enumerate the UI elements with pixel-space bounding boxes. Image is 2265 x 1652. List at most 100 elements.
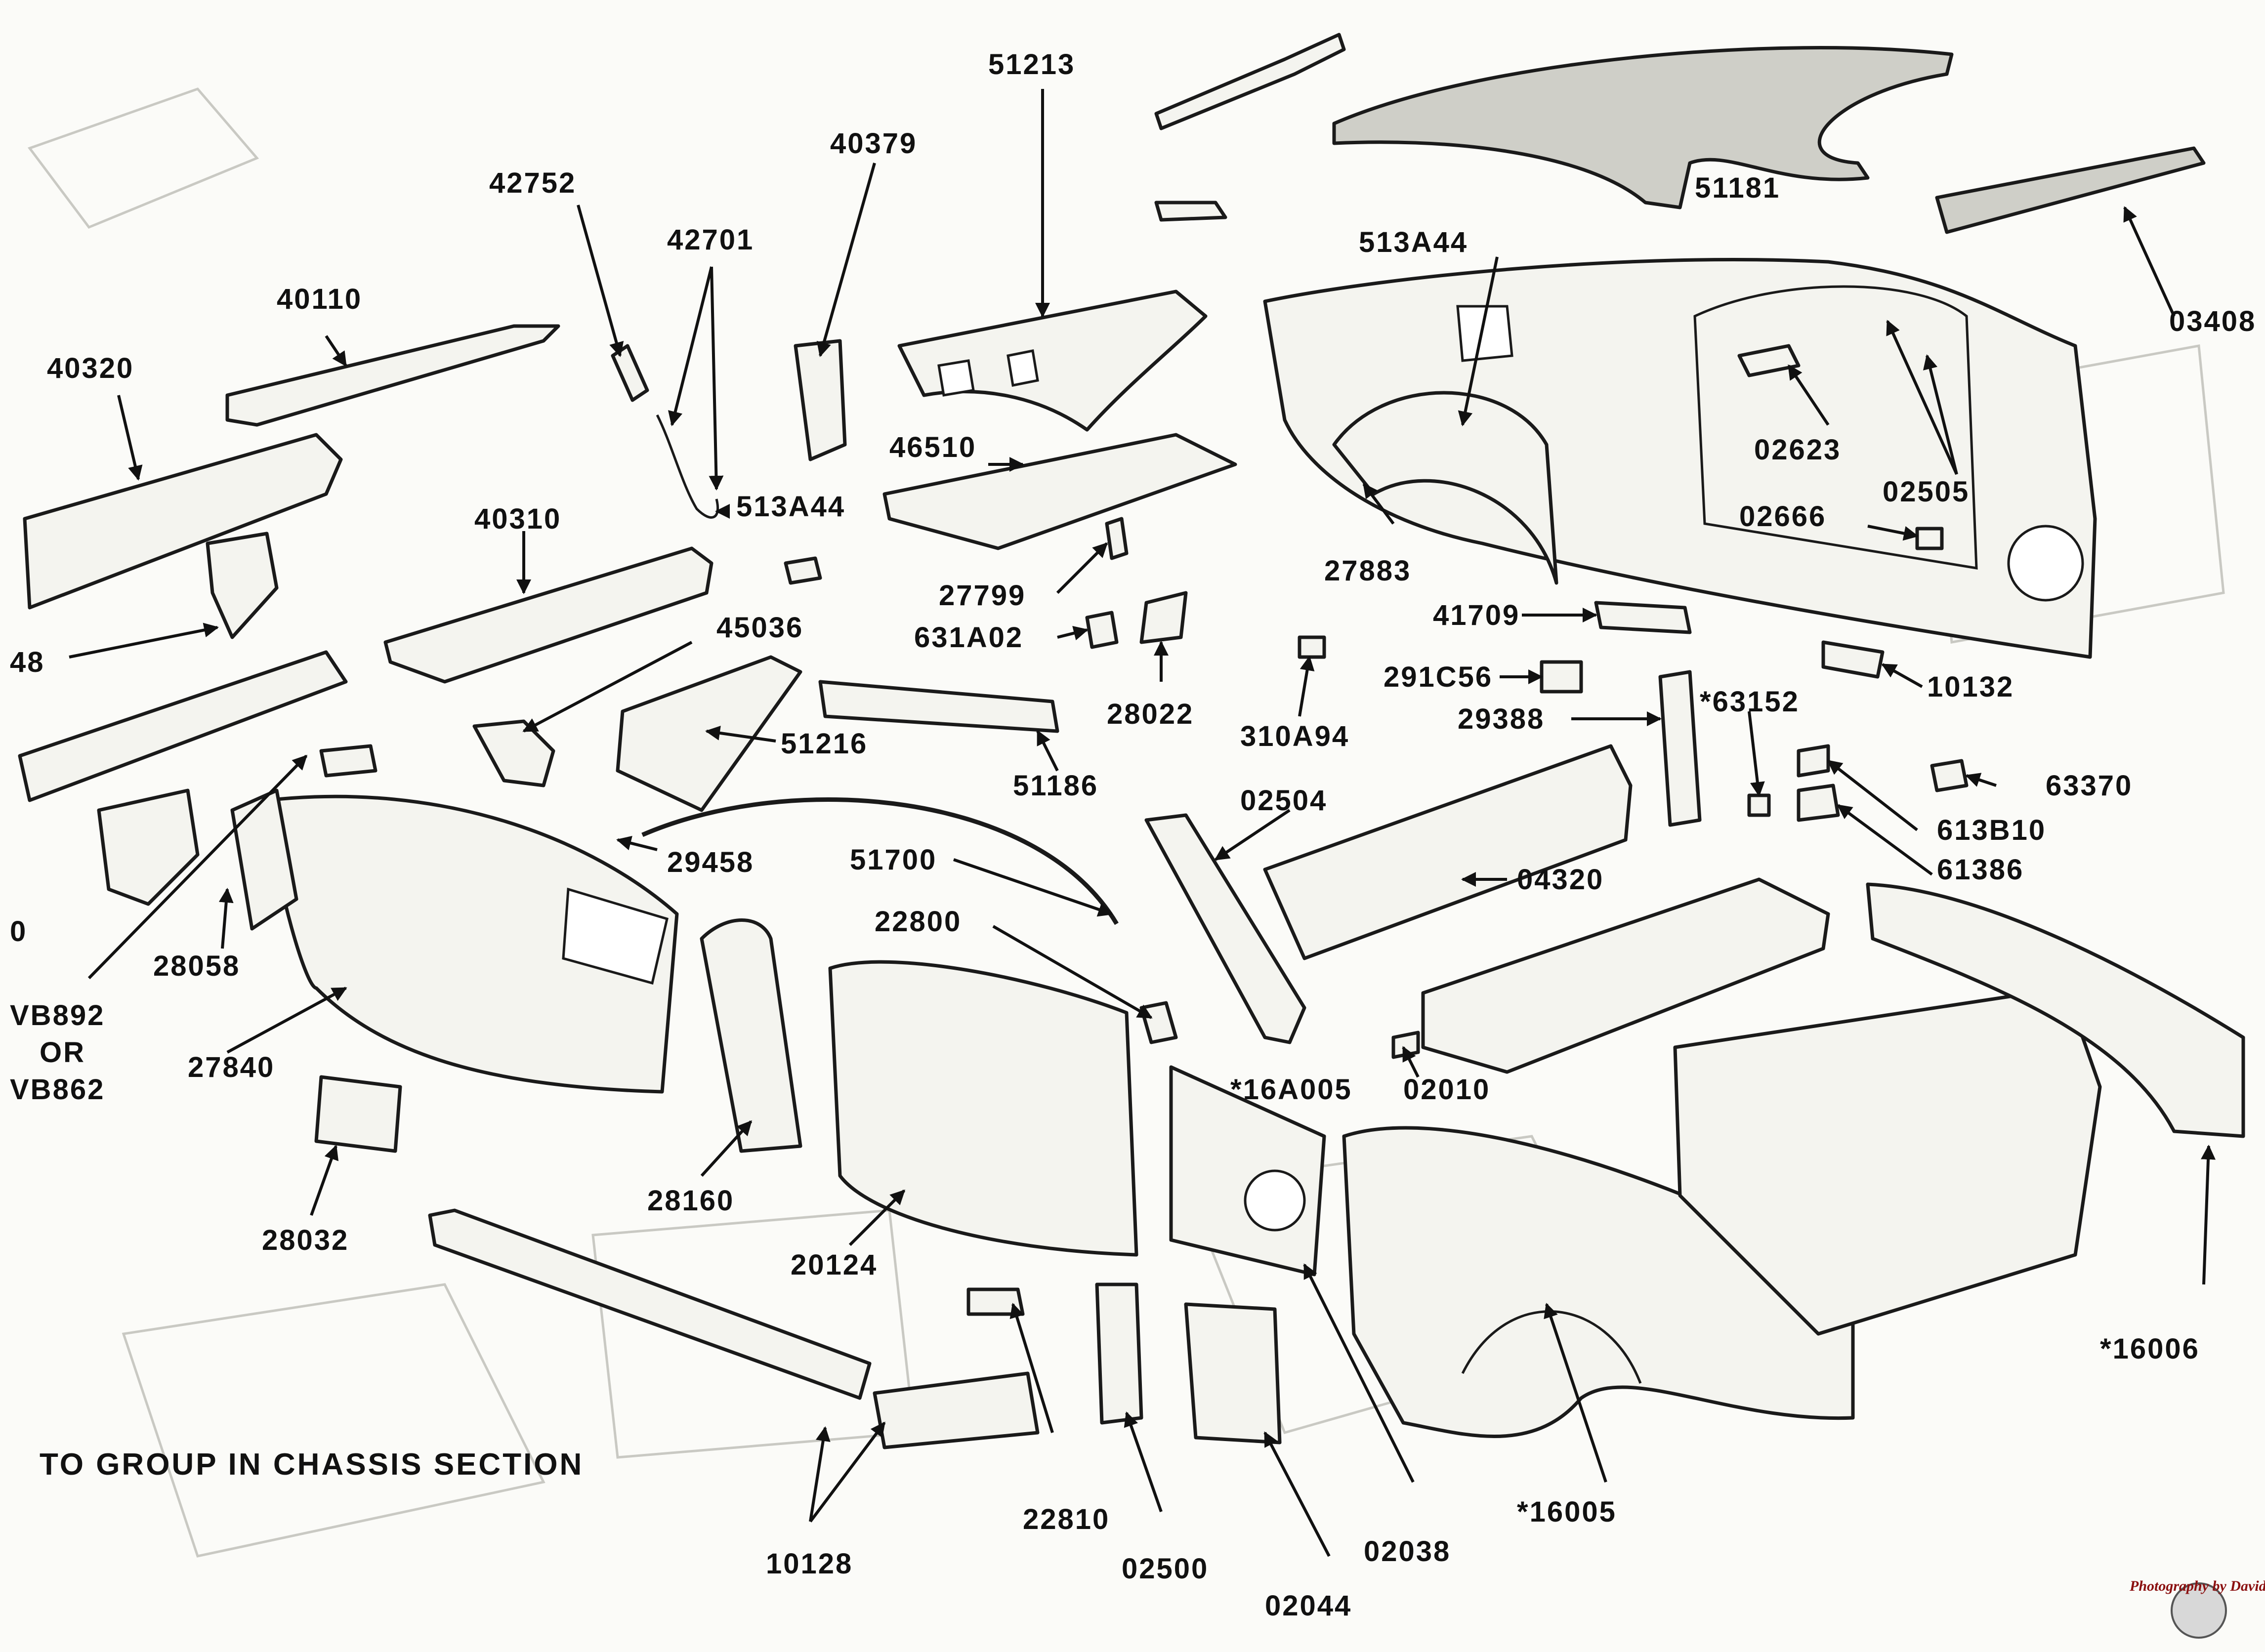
part-number-02505: 02505 [1883, 476, 1970, 508]
part-number-02623: 02623 [1754, 434, 1841, 466]
panel-51213 [897, 289, 1208, 432]
part-number-51181: 51181 [1695, 172, 1780, 204]
part-number-20124: 20124 [791, 1249, 878, 1281]
clip-631A02 [1085, 611, 1119, 649]
clip-27799 [1105, 517, 1129, 560]
part-number-45036: 45036 [716, 612, 803, 644]
chassis-section-caption: TO GROUP IN CHASSIS SECTION [40, 1447, 584, 1482]
part-number-310A94: 310A94 [1240, 720, 1349, 752]
part-number-40379: 40379 [830, 127, 917, 160]
clip-310A94 [1298, 635, 1326, 659]
cowl-panel-02044 [1184, 1302, 1282, 1445]
bracket-28022 [1139, 591, 1188, 644]
quarter-panel-27840 [265, 794, 679, 1094]
part-number-28032: 28032 [262, 1224, 349, 1256]
part-number-291C56: 291C56 [1384, 661, 1493, 693]
part-number-613B10: 613B10 [1937, 814, 2046, 846]
part-number-04320: 04320 [1517, 864, 1604, 896]
dash-panel-04320 [1263, 744, 1633, 960]
part-number-28022: 28022 [1107, 698, 1194, 730]
photographer-watermark: Photography by David Ruskin [2129, 1578, 2265, 1639]
part-number-41709: 41709 [1433, 599, 1520, 631]
roof-panel [1332, 46, 1954, 209]
grommet-291C56 [1540, 660, 1583, 694]
part-number-46510: 46510 [889, 431, 976, 463]
roof-rear-rail [1935, 146, 2206, 234]
clip-lower-left [319, 744, 378, 778]
lamp-bezel-28032 [314, 1075, 402, 1153]
body-side-window-hole [1456, 305, 1513, 362]
header-bracket [206, 532, 279, 639]
part-number-29388: 29388 [1458, 703, 1545, 735]
corner-bracket-left [97, 788, 200, 906]
part-number-03408: 03408 [2169, 305, 2256, 337]
bracket-02500 [1095, 1282, 1143, 1425]
part-number-02010: 02010 [1403, 1074, 1490, 1106]
part-number-48: 48 [10, 646, 45, 678]
panel-51213-slot-2 [1007, 349, 1039, 387]
clip-513A44 [784, 556, 822, 585]
rocker-panel-10128 [428, 1208, 872, 1400]
rail-51186 [818, 680, 1059, 733]
extension-28058 [230, 788, 298, 931]
clip-63370 [1930, 759, 1969, 792]
part-number-02044: 02044 [1265, 1590, 1352, 1622]
rear-floor-46510 [882, 433, 1237, 550]
panel-51216 [616, 655, 802, 812]
header-panel-40320 [23, 433, 343, 610]
part-number-0: 0 [10, 915, 27, 948]
part-number-27840: 27840 [188, 1051, 275, 1083]
part-number-51700: 51700 [850, 844, 937, 876]
roof-drip-rail [1154, 33, 1346, 130]
part-number-40310: 40310 [474, 503, 561, 535]
bracket-small-top [1154, 201, 1227, 222]
bracket-40379 [794, 339, 847, 461]
part-number-or: OR [40, 1036, 85, 1069]
part-number-51216: 51216 [781, 728, 868, 760]
rocker-reinforcement [873, 1371, 1040, 1449]
part-number-27883: 27883 [1324, 555, 1411, 587]
body-side-door-opening [1693, 285, 1978, 570]
wire-42701 [656, 414, 719, 519]
bracket-45036 [472, 719, 555, 787]
cowl-floor-assembly [1421, 877, 1830, 1074]
fender-right-16006 [1866, 882, 2245, 1138]
part-number-28058: 28058 [153, 950, 240, 982]
part-number-VB892: VB892 [10, 999, 105, 1032]
part-number-22810: 22810 [1023, 1503, 1110, 1535]
part-number-29458: 29458 [667, 846, 754, 878]
part-number-28160: 28160 [647, 1185, 734, 1217]
watermark-text: Photography by David Ruskin [2129, 1578, 2265, 1594]
rail-left [18, 650, 348, 802]
body-side-speaker-hole [2007, 525, 2084, 602]
bracket-41709 [1594, 601, 1692, 634]
leader-lines [69, 89, 2216, 1557]
part-number-42752: 42752 [489, 167, 576, 199]
part-number-61386: 61386 [1937, 854, 2024, 886]
lock-pillar-28160 [700, 918, 802, 1153]
part-number-VB862: VB862 [10, 1074, 105, 1106]
wheelhouse-inner [1332, 391, 1558, 585]
part-number-631A02: 631A02 [914, 621, 1023, 654]
part-number-513A44-b: 513A44 [1359, 226, 1468, 258]
seat-back-panel-40310 [383, 546, 713, 684]
part-number-51213: 51213 [988, 48, 1075, 81]
part-number-16005: *16005 [1517, 1496, 1617, 1528]
drip-molding-51700 [641, 797, 1119, 925]
part-number-51186: 51186 [1013, 770, 1098, 802]
part-number-513A44-a: 513A44 [736, 491, 845, 523]
clip-63152 [1747, 793, 1771, 817]
cowl-side-vent-hole [1244, 1169, 1306, 1232]
panel-51213-slot-1 [937, 359, 975, 397]
clip-02666 [1915, 527, 1944, 550]
part-number-22800: 22800 [875, 906, 962, 938]
bracket-10132 [1821, 640, 1885, 679]
part-number-02666: 02666 [1739, 500, 1826, 533]
part-number-16A005: *16A005 [1230, 1074, 1352, 1106]
part-number-42701: 42701 [667, 224, 754, 256]
part-number-63152: *63152 [1700, 686, 1800, 718]
part-number-02038: 02038 [1364, 1535, 1451, 1568]
part-number-10132: 10132 [1927, 671, 2014, 703]
spring-42752 [611, 344, 649, 402]
